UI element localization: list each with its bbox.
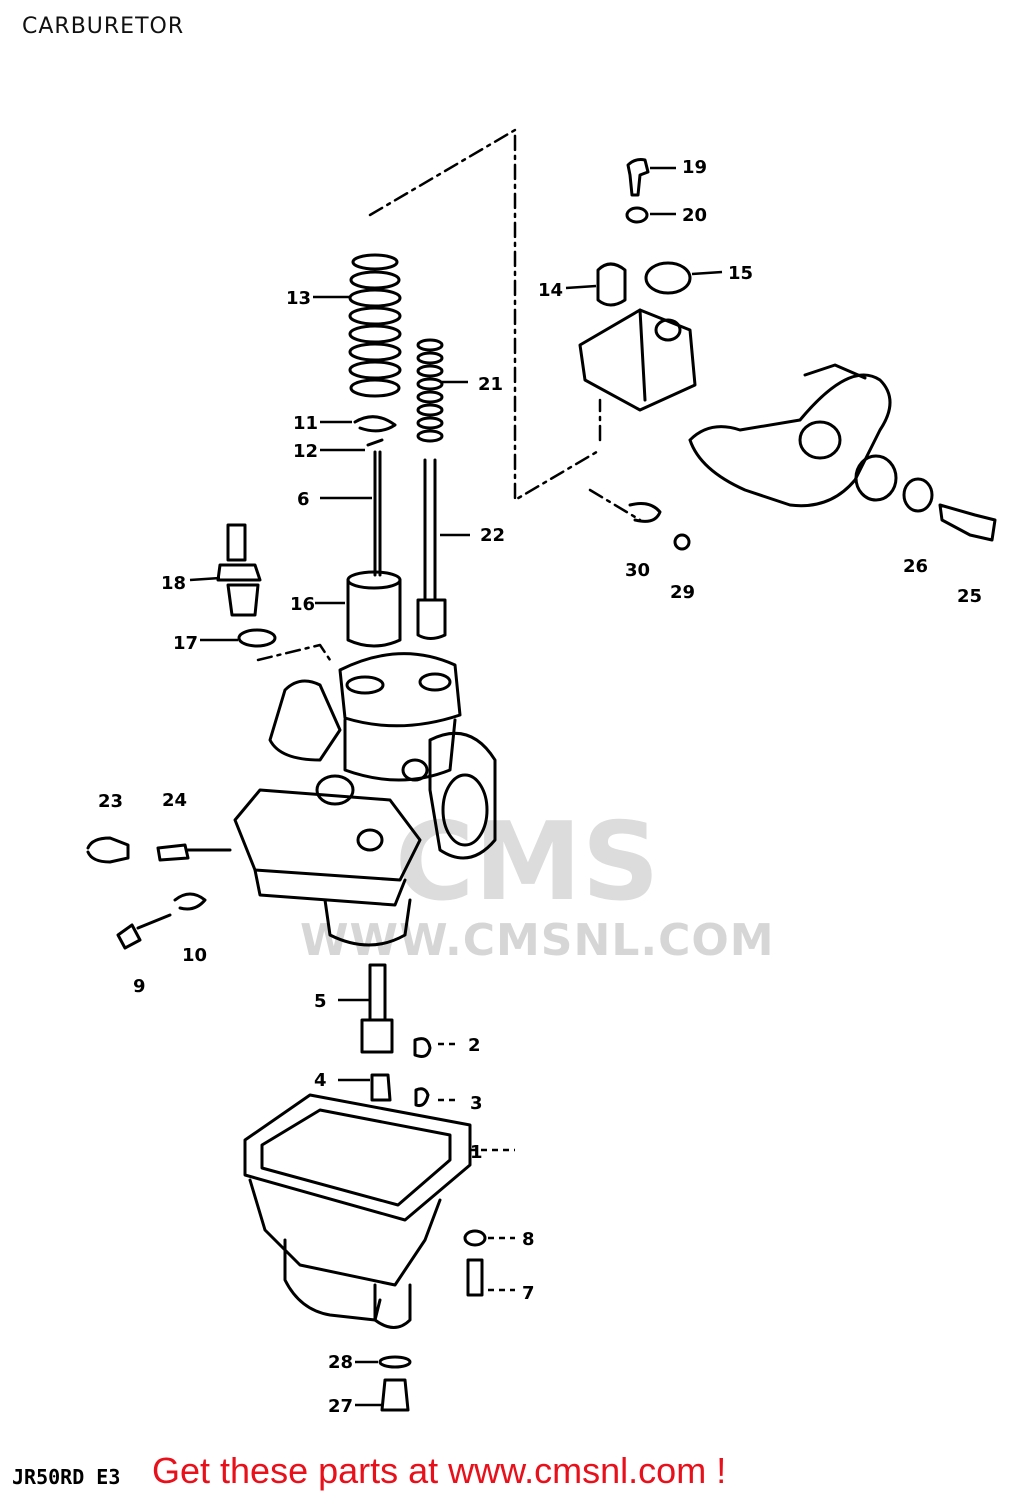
throttle-valve-16 [346,570,402,648]
part-label-12: 12 [293,441,319,462]
part-label-16: 16 [290,594,316,615]
spring-21 [416,338,444,443]
part-label-18: 18 [161,573,187,594]
fitting-18 [216,523,262,617]
model-code: JR50RD E3 [12,1465,121,1489]
spring-13 [348,253,402,398]
part-label-21: 21 [478,374,504,395]
part-label-27: 27 [328,1396,354,1417]
part-label-10: 10 [182,945,208,966]
part-label-25: 25 [957,586,983,607]
part-label-30: 30 [625,560,651,581]
part-label-29: 29 [670,582,696,603]
part-label-19: 19 [682,157,708,178]
part-label-17: 17 [173,633,199,654]
promo-link[interactable]: Get these parts at www.cmsnl.com ! [152,1450,727,1491]
part-label-5: 5 [314,991,327,1012]
part-label-22: 22 [480,525,506,546]
part-label-20: 20 [682,205,708,226]
part-label-26: 26 [903,556,929,577]
part-label-23: 23 [98,791,124,812]
part-label-24: 24 [162,790,188,811]
part-label-1: 1 [470,1142,483,1163]
part-label-9: 9 [133,976,146,997]
part-label-13: 13 [286,288,312,309]
carburetor-body [233,652,497,947]
watermark-logo: CMS [395,800,660,925]
part-label-3: 3 [470,1093,483,1114]
page-title: CARBURETOR [22,14,185,39]
part-label-14: 14 [538,280,564,301]
part-label-6: 6 [297,489,310,510]
part-label-2: 2 [468,1035,481,1056]
watermark-url: WWW.CMSNL.COM [300,915,775,966]
float-chamber [243,1093,472,1329]
part-label-8: 8 [522,1229,535,1250]
part-label-11: 11 [293,413,319,434]
part-label-4: 4 [314,1070,327,1091]
part-label-28: 28 [328,1352,354,1373]
part-label-7: 7 [522,1283,535,1304]
part-label-15: 15 [728,263,754,284]
